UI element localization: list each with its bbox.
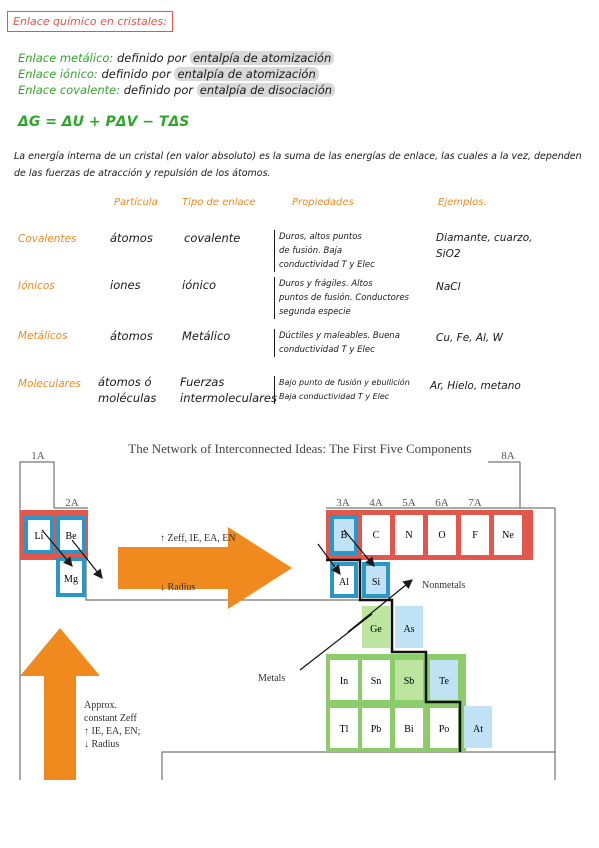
row-particle: átomos [110,329,153,343]
bond-text: definido por [116,51,187,65]
row-bond: Metálico [182,329,231,343]
bond-keyword: Enlace metálico: [18,51,114,65]
arrow-v-line-1: Approx. [84,700,117,711]
bond-line-metalico: Enlace metálico: definido por entalpía d… [18,50,335,66]
row-name-covalentes: Covalentes [18,233,77,245]
bond-keyword: Enlace covalente: [18,83,121,97]
row-examples: Diamante, cuarzo, SiO2 [436,232,533,260]
element-n: N [405,530,412,541]
element-si: Si [372,577,381,588]
element-al: Al [339,577,349,588]
element-ne: Ne [502,530,514,541]
element-b: B [341,530,348,541]
arrow-v-line-3: ↑ IE, EA, EN; [84,726,141,737]
row-particle: iones [110,278,141,292]
row-examples: Ar, Hielo, metano [430,380,521,392]
row-particle: átomos ó moléculas [98,375,157,405]
figure-title: The Network of Interconnected Ideas: The… [128,441,471,456]
group-3a: 3A [336,497,350,509]
arrow-h-line-2: ↓ Radius [160,582,195,593]
element-mg: Mg [64,574,78,585]
row-bond: Fuerzas intermoleculares [180,375,277,405]
row-examples: Cu, Fe, Al, W [436,332,503,344]
metals-label: Metals [258,673,285,684]
header-propiedades: Propiedades [292,197,354,208]
metal-nonmetal-boundary [326,558,462,752]
gibbs-equation: ΔG = ΔU + PΔV − TΔS [18,114,190,130]
row-bond: covalente [184,231,241,245]
page-title: Enlace químico en cristales: [7,11,173,32]
row-properties: Duros y frágiles. Altos puntos de fusión… [274,277,409,319]
row-name-moleculares: Moleculares [18,378,81,390]
element-o: O [438,530,445,541]
arrow-h-line-1: ↑ Zeff, IE, EA, EN [160,533,236,544]
bond-text: definido por [101,67,171,81]
bond-line-covalente: Enlace covalente: definido por entalpía … [18,82,336,98]
group-6a: 6A [435,497,449,509]
group-4a: 4A [369,497,383,509]
group-7a: 7A [468,497,482,509]
row-properties: Dúctiles y maleables. Buena conductivida… [274,329,400,357]
row-examples: NaCl [436,281,461,293]
row-bond: iónico [182,278,217,292]
arrow-v-line-4: ↓ Radius [84,739,119,750]
element-as: As [403,624,414,635]
element-sb: Sb [404,676,415,687]
element-c: C [373,530,380,541]
horizontal-trend-arrow [118,527,292,609]
header-tipo-enlace: Tipo de enlace [182,197,256,208]
group-5a: 5A [402,497,416,509]
row-properties: Bajo punto de fusión y ebullición Baja c… [274,376,410,404]
element-ge: Ge [370,624,382,635]
element-f: F [472,530,478,541]
bond-highlight: entalpía de atomización [174,67,319,81]
group-1a: 1A [31,450,45,462]
nonmetals-label: Nonmetals [422,580,465,591]
element-te: Te [439,676,449,687]
bond-line-ionico: Enlace iónico: definido por entalpía de … [18,66,319,82]
element-po: Po [439,724,450,735]
element-sn: Sn [371,676,382,687]
group-2a: 2A [65,497,79,509]
header-particula: Partícula [114,197,158,208]
element-be: Be [65,531,77,542]
element-at: At [473,724,483,735]
row-particle: átomos [110,231,153,245]
row-name-metalicos: Metálicos [18,330,68,342]
row-properties: Duros, altos puntos de fusión. Baja cond… [274,230,375,272]
element-pb: Pb [371,724,382,735]
element-bi: Bi [404,724,414,735]
bond-highlight: entalpía de atomización [189,51,335,65]
element-li: Li [35,531,44,542]
bond-text: definido por [123,83,194,97]
group-8a: 8A [501,450,515,462]
header-ejemplos: Ejemplos. [438,197,487,208]
element-in: In [340,676,348,687]
bond-highlight: entalpía de disociación [196,83,336,97]
arrow-v-line-2: constant Zeff [84,713,138,724]
row-name-ionicos: Iónicos [18,280,55,292]
vertical-trend-arrow [20,628,100,780]
element-tl: Tl [340,724,349,735]
bond-keyword: Enlace iónico: [18,67,98,81]
energy-paragraph: La energía interna de un cristal (en val… [14,151,582,179]
